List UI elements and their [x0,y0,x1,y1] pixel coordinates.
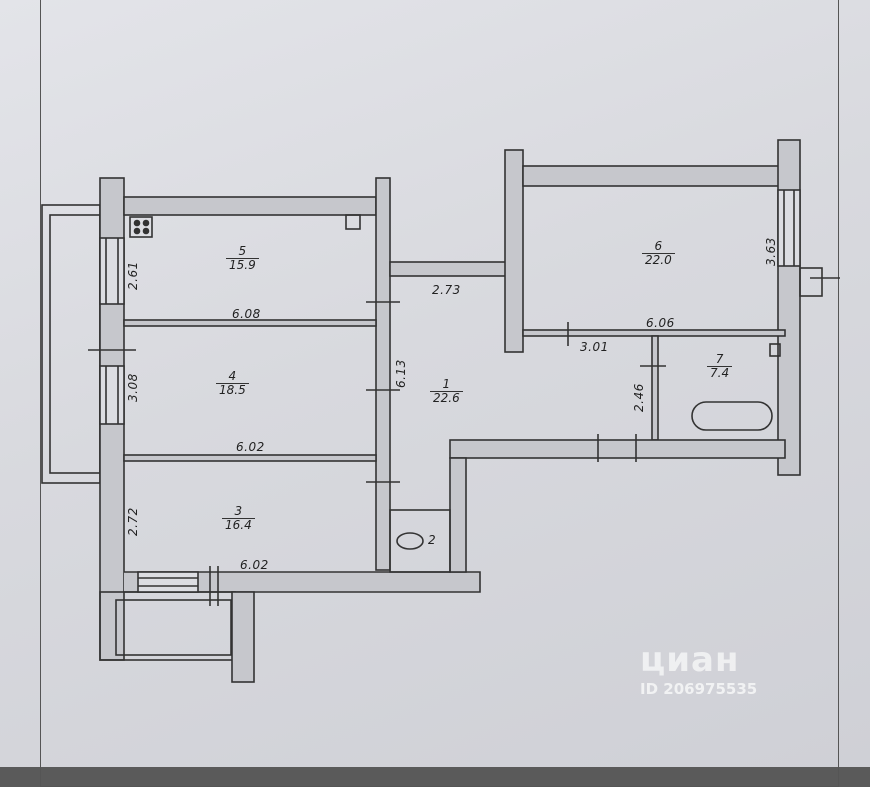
dim-6-13: 6.13 [394,359,408,388]
room-5-label: 5 15.9 [226,245,259,272]
room-5-number: 5 [226,245,259,259]
dim-6-08: 6.08 [232,307,261,321]
room-2-number: 2 [428,533,437,547]
room-6-number: 6 [642,240,675,254]
dim-2-61: 2.61 [126,261,140,290]
room-4-number: 4 [216,370,249,384]
room-4-area: 18.5 [219,383,246,397]
room-4-label: 4 18.5 [216,370,249,397]
dim-3-01: 3.01 [580,340,609,354]
room-1-label: 1 22.6 [430,378,463,405]
watermark-logo: циан [640,640,740,680]
partition-4-3 [123,454,377,462]
wall-center [375,177,391,571]
watermark-id: ID 206975535 [640,680,758,698]
room-7-label: 7 7.4 [707,353,733,380]
dim-6-02-bottom: 6.02 [240,558,269,572]
wall-corridor [389,261,507,277]
room-7-number: 7 [707,353,733,367]
wall-top-left [123,196,377,216]
wall-bath-bottom [449,439,786,459]
room-7-area: 7.4 [710,366,730,380]
dim-3-63: 3.63 [764,237,778,266]
bathtub [691,401,773,431]
wall-bottom-stub [231,591,255,683]
dim-3-08: 3.08 [126,373,140,402]
room-3-label: 3 16.4 [222,505,255,532]
dim-6-06: 6.06 [646,316,675,330]
room-1-area: 22.6 [433,391,460,405]
partition-5-4 [123,319,377,327]
wall-bottom [124,571,481,593]
stove [129,216,153,238]
room-6-area: 22.0 [645,253,672,267]
wall-top-right [522,165,781,187]
floor-plan [41,139,840,683]
dim-2-46: 2.46 [632,383,646,412]
room-1-number: 1 [430,378,463,392]
dim-2-73: 2.73 [432,283,461,297]
partition-6-7 [522,329,786,337]
dim-2-72: 2.72 [126,507,140,536]
room-6-label: 6 22.0 [642,240,675,267]
wall-kitchen-left [504,149,524,353]
room-3-number: 3 [222,505,255,519]
dim-6-02-mid: 6.02 [236,440,265,454]
room-5-area: 15.9 [229,258,256,272]
room-3-area: 16.4 [225,518,252,532]
